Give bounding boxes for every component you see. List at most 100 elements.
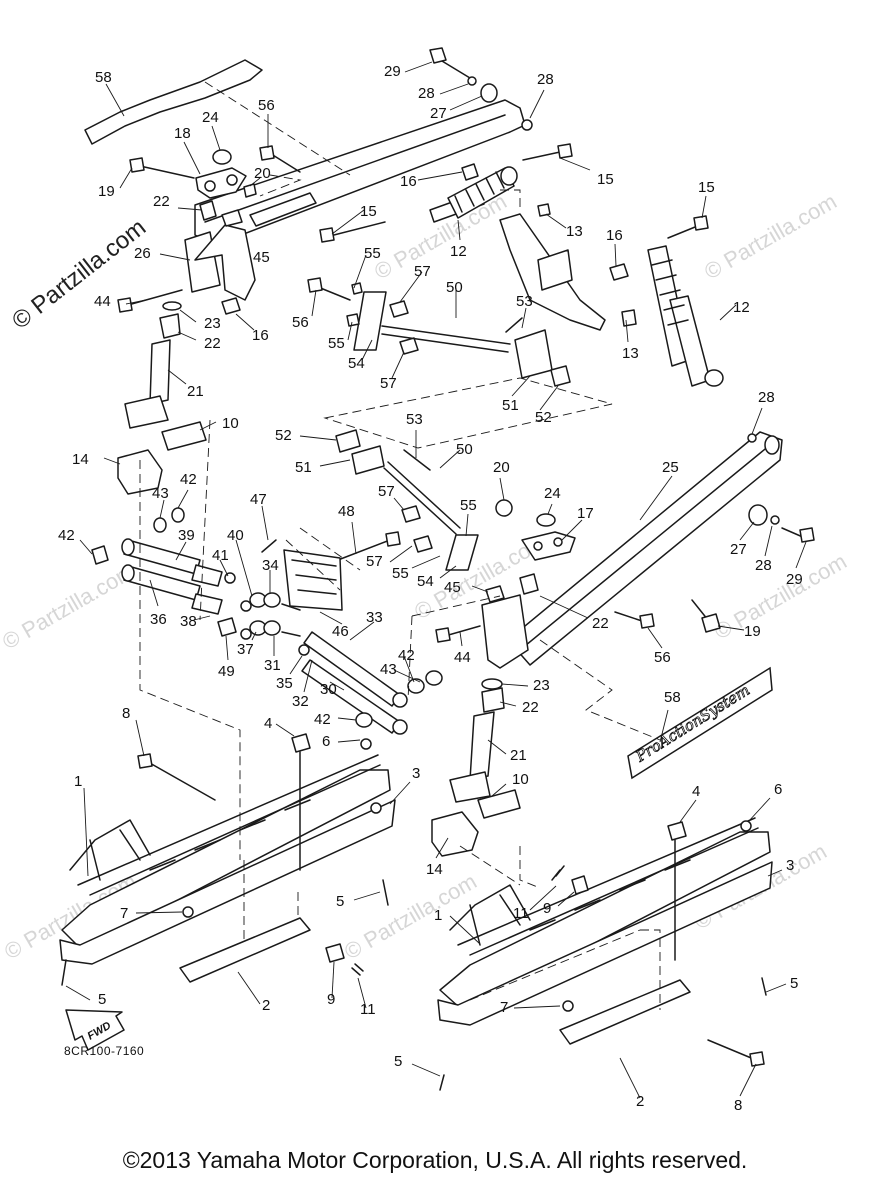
callout: 55 (460, 497, 477, 514)
callout: 7 (120, 905, 128, 922)
callout: 9 (327, 991, 335, 1008)
callout: 58 (95, 69, 112, 86)
callout: 42 (314, 711, 331, 728)
callout: 28 (537, 71, 554, 88)
svg-text:© Partzilla.com: © Partzilla.com (0, 559, 139, 655)
callout: 24 (202, 109, 219, 126)
callout: 21 (510, 747, 527, 764)
partzilla-watermark: © Partzilla.com (7, 214, 151, 335)
callout: 27 (430, 105, 447, 122)
callout: 5 (394, 1053, 402, 1070)
callout: 27 (730, 541, 747, 558)
callout: 15 (698, 179, 715, 196)
callout: 2 (636, 1093, 644, 1110)
top-assembly (84, 47, 724, 495)
callout: 29 (786, 571, 803, 588)
callout-labels: 58 29 28 28 27 24 56 18 20 19 22 16 15 1… (58, 63, 803, 1114)
callout: 54 (348, 355, 365, 372)
callout: 12 (450, 243, 467, 260)
callout: 56 (258, 97, 275, 114)
callout: 10 (512, 771, 529, 788)
callout: 9 (543, 900, 551, 917)
callout: 47 (250, 491, 267, 508)
callout: 43 (380, 661, 397, 678)
callout: 32 (292, 693, 309, 710)
callout: 55 (328, 335, 345, 352)
callout: 20 (254, 165, 271, 182)
callout: 22 (204, 335, 221, 352)
callout: 24 (544, 485, 561, 502)
callout: 49 (218, 663, 235, 680)
callout: 5 (336, 893, 344, 910)
callout: 41 (212, 547, 229, 564)
callout: 45 (444, 579, 461, 596)
callout: 15 (360, 203, 377, 220)
diagram-code: 8CR100-7160 (64, 1044, 145, 1058)
callout: 44 (454, 649, 471, 666)
callout: 12 (733, 299, 750, 316)
callout: 53 (516, 293, 533, 310)
callout: 57 (366, 553, 383, 570)
callout: 50 (456, 441, 473, 458)
callout: 50 (446, 279, 463, 296)
callout: 28 (755, 557, 772, 574)
callout: 26 (134, 245, 151, 262)
left-ski (59, 733, 396, 986)
callout: 18 (174, 125, 191, 142)
callout: 3 (412, 765, 420, 782)
right-ski (437, 817, 773, 1091)
callout: 15 (597, 171, 614, 188)
callout: 23 (533, 677, 550, 694)
callout: 31 (264, 657, 281, 674)
callout: 57 (378, 483, 395, 500)
callout: 54 (417, 573, 434, 590)
callout: 55 (364, 245, 381, 262)
callout: 11 (360, 1001, 376, 1018)
callout: 19 (744, 623, 761, 640)
callout: 8 (734, 1097, 742, 1114)
callout: 36 (150, 611, 167, 628)
svg-text:© Partzilla.com: © Partzilla.com (340, 869, 481, 965)
callout: 30 (320, 681, 337, 698)
callout: 52 (535, 409, 552, 426)
proaction-logo-plate: ProActionSystem (627, 666, 773, 780)
fwd-arrow: FWD (65, 1009, 125, 1051)
callout: 4 (264, 715, 272, 732)
callout: 8 (122, 705, 130, 722)
callout: 14 (426, 861, 443, 878)
callout: 28 (758, 389, 775, 406)
callout: 46 (332, 623, 349, 640)
callout: 51 (502, 397, 519, 414)
callout: 13 (622, 345, 639, 362)
callout: 42 (398, 647, 415, 664)
callout: 58 (664, 689, 681, 706)
callout: 13 (566, 223, 583, 240)
callout: 5 (98, 991, 106, 1008)
callout: 57 (414, 263, 431, 280)
callout: 5 (790, 975, 798, 992)
callout: 39 (178, 527, 195, 544)
callout: 51 (295, 459, 312, 476)
callout: 53 (406, 411, 423, 428)
callout: 19 (98, 183, 115, 200)
callout: 2 (262, 997, 270, 1014)
svg-text:© Partzilla.com: © Partzilla.com (370, 189, 511, 285)
callout: 6 (774, 781, 782, 798)
svg-text:© Partzilla.com: © Partzilla.com (700, 189, 841, 285)
callout: 22 (522, 699, 539, 716)
callout: 28 (418, 85, 435, 102)
callout: 52 (275, 427, 292, 444)
leader-lines (65, 61, 807, 1099)
callout: 3 (786, 857, 794, 874)
callout: 48 (338, 503, 355, 520)
callout: 56 (654, 649, 671, 666)
callout: 22 (592, 615, 609, 632)
callout: 23 (204, 315, 221, 332)
middle-assembly (91, 429, 815, 857)
callout: 17 (577, 505, 594, 522)
callout: 22 (153, 193, 170, 210)
callout: 16 (606, 227, 623, 244)
callout: 56 (292, 314, 309, 331)
callout: 35 (276, 675, 293, 692)
